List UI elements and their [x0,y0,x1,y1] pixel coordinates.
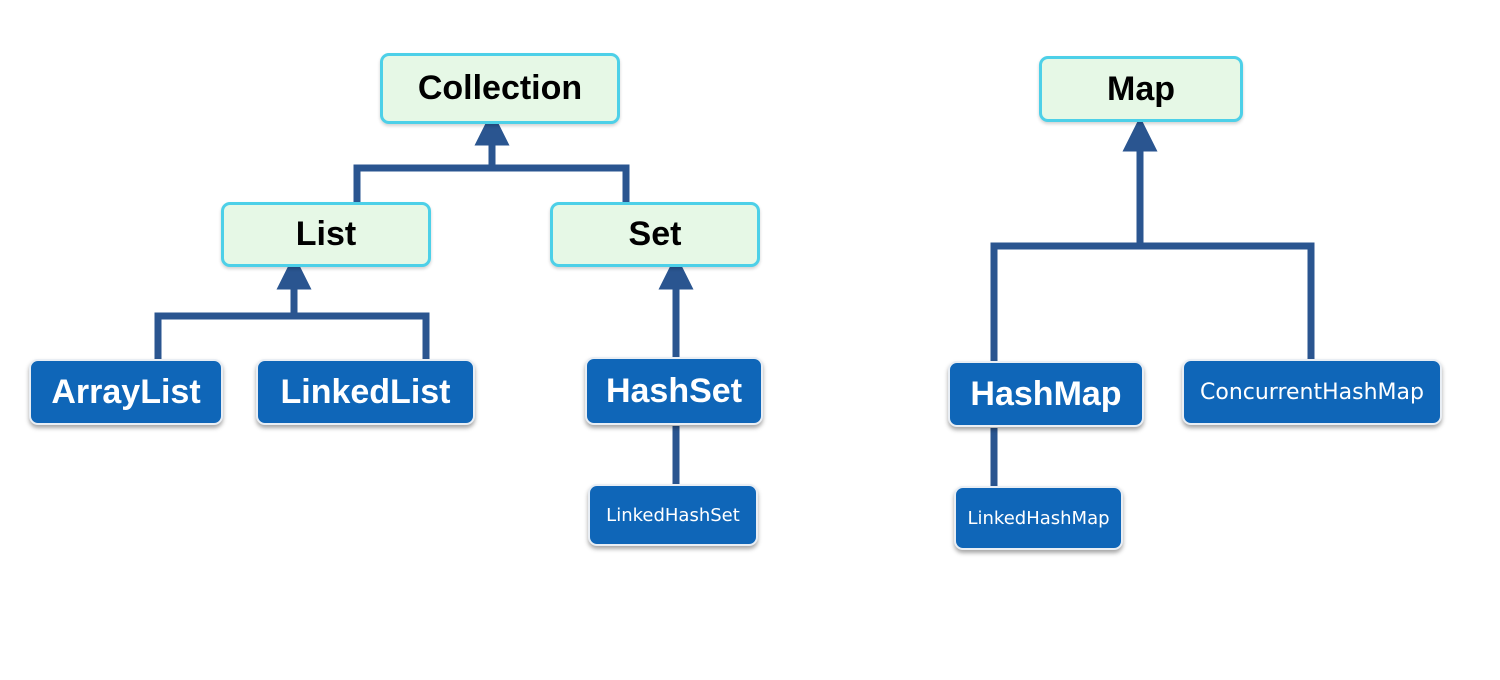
node-map-label: Map [1107,69,1175,108]
node-hashmap-label: HashMap [970,374,1122,413]
node-hashmap: HashMap [948,361,1144,427]
node-list: List [221,202,431,267]
node-linkedhashset: LinkedHashSet [588,484,758,546]
node-linkedhashset-label: LinkedHashSet [606,504,740,526]
node-hashset-label: HashSet [605,371,743,410]
node-set: Set [550,202,760,267]
connector-list-set-to-collection [353,164,630,205]
node-collection: Collection [380,53,620,124]
node-linkedhashmap: LinkedHashMap [954,486,1123,550]
node-list-label: List [295,215,357,253]
node-linkedlist-label: LinkedList [280,372,451,411]
node-concurrenthashmap-label: ConcurrentHashMap [1200,379,1424,405]
node-concurrenthashmap: ConcurrentHashMap [1182,359,1442,425]
node-arraylist: ArrayList [29,359,223,425]
node-collection-label: Collection [417,69,583,107]
connector-maps-to-map [990,242,1315,365]
node-set-label: Set [628,215,682,253]
node-map: Map [1039,56,1243,122]
node-linkedhashmap-label: LinkedHashMap [967,507,1110,529]
connector-lists-to-list [154,312,430,360]
node-hashset: HashSet [585,357,763,425]
node-arraylist-label: ArrayList [51,372,201,411]
node-linkedlist: LinkedList [256,359,475,425]
